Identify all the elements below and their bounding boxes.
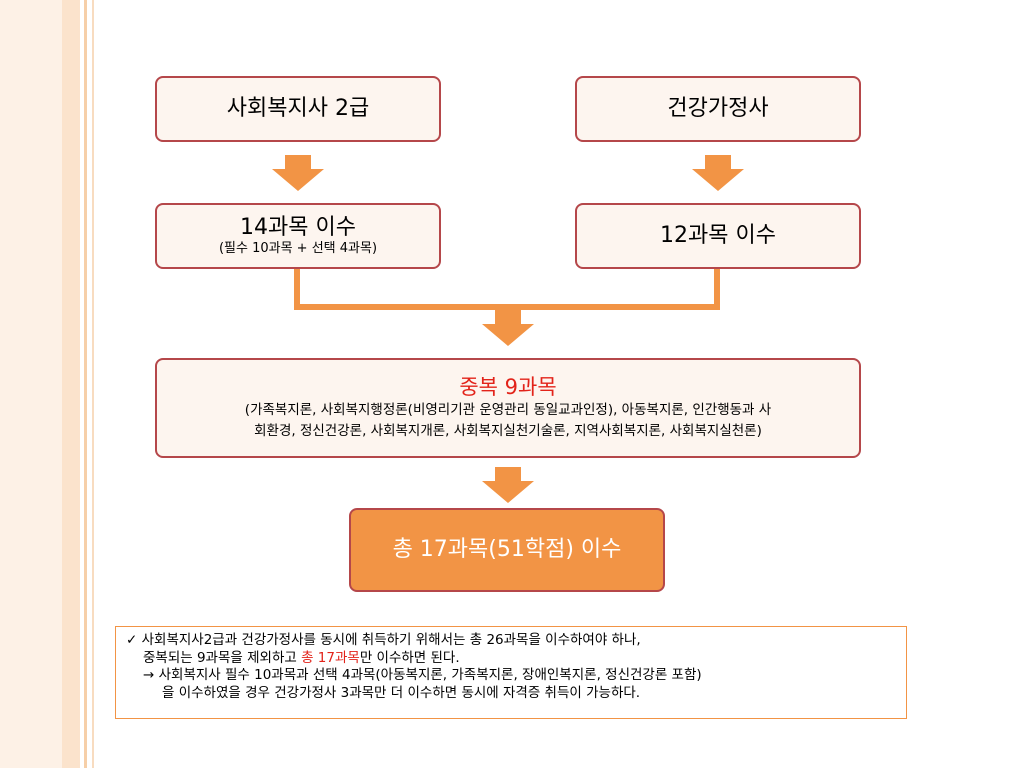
decor-stripe bbox=[84, 0, 87, 768]
note-line: → 사회복지사 필수 10과목과 선택 4과목(아동복지론, 가족복지론, 장애… bbox=[143, 667, 702, 683]
note-text: 만 이수하면 된다. bbox=[359, 649, 460, 666]
sw-courses-sub: (필수 10과목 + 선택 4과목) bbox=[218, 241, 378, 257]
connector-line bbox=[714, 269, 720, 310]
note-line: 을 이수하였을 경우 건강가정사 3과목만 더 이수하면 동시에 자격증 취득이… bbox=[162, 684, 641, 701]
note-line: 중복되는 9과목을 제외하고 총 17과목만 이수하면 된다. bbox=[126, 650, 896, 668]
down-arrow-icon bbox=[482, 467, 534, 503]
decor-stripe bbox=[92, 0, 94, 768]
decor-stripe bbox=[0, 0, 62, 768]
connector-line bbox=[294, 269, 300, 310]
decor-stripe bbox=[62, 0, 80, 768]
total-label: 총 17과목(51학점) 이수 bbox=[392, 536, 622, 562]
social-worker-box: 사회복지사 2급 bbox=[155, 76, 441, 142]
healthy-family-label: 건강가정사 bbox=[667, 95, 769, 121]
hf-courses-box: 12과목 이수 bbox=[575, 203, 861, 269]
overlap-title: 중복 9과목 bbox=[459, 375, 557, 400]
sw-courses-title: 14과목 이수 bbox=[240, 214, 356, 240]
note-highlight: 총 17과목 bbox=[301, 649, 360, 666]
note-box: ✓ 사회복지사2급과 건강가정사를 동시에 취득하기 위해서는 총 26과목을 … bbox=[115, 626, 907, 719]
healthy-family-box: 건강가정사 bbox=[575, 76, 861, 142]
connector-line bbox=[294, 304, 720, 310]
note-text: 중복되는 9과목을 제외하고 bbox=[143, 649, 302, 666]
overlap-detail-line: (가족복지론, 사회복지행정론(비영리기관 운영관리 동일교과인정), 아동복지… bbox=[244, 402, 772, 419]
overlap-box: 중복 9과목 (가족복지론, 사회복지행정론(비영리기관 운영관리 동일교과인정… bbox=[155, 358, 861, 458]
hf-courses-title: 12과목 이수 bbox=[660, 222, 776, 248]
down-arrow-icon bbox=[692, 155, 744, 191]
note-line: ✓ 사회복지사2급과 건강가정사를 동시에 취득하기 위해서는 총 26과목을 … bbox=[126, 632, 641, 648]
total-box: 총 17과목(51학점) 이수 bbox=[349, 508, 665, 592]
social-worker-label: 사회복지사 2급 bbox=[226, 95, 370, 121]
down-arrow-icon bbox=[482, 310, 534, 346]
down-arrow-icon bbox=[272, 155, 324, 191]
sw-courses-box: 14과목 이수 (필수 10과목 + 선택 4과목) bbox=[155, 203, 441, 269]
overlap-detail-line: 회환경, 정신건강론, 사회복지개론, 사회복지실천기술론, 지역사회복지론, … bbox=[254, 422, 762, 439]
